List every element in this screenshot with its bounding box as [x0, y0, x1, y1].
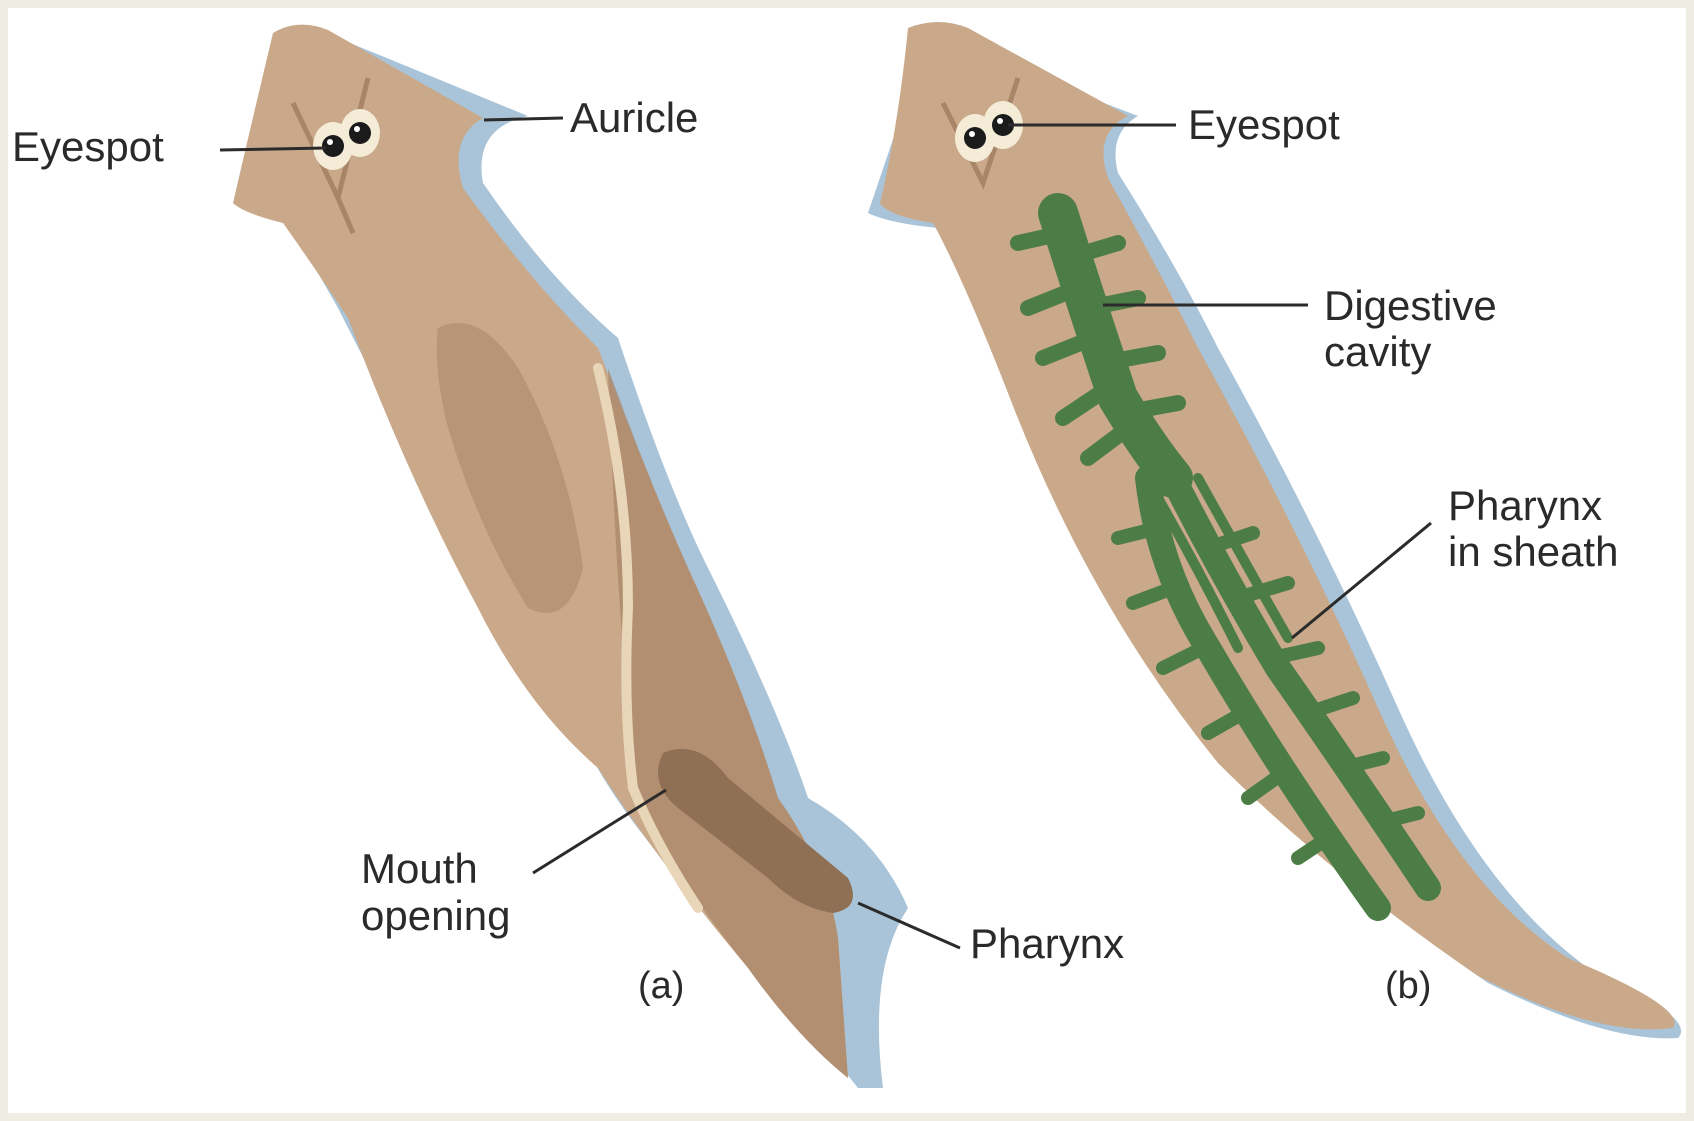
mouth-opening-label-line1: Mouth [361, 845, 478, 892]
eyespot-a-label: Eyespot [12, 123, 164, 170]
mouth-opening-label-line2: opening [361, 892, 510, 939]
planarian-diagram: Eyespot Auricle Mouth opening Pharynx (a… [8, 8, 1686, 1113]
diagram-canvas: Eyespot Auricle Mouth opening Pharynx (a… [8, 8, 1686, 1113]
auricle-label: Auricle [570, 94, 698, 141]
eyespot-a-leader [220, 148, 326, 150]
panel-a-worm [233, 25, 908, 1088]
auricle-leader [484, 118, 563, 120]
panel-b-caption: (b) [1385, 965, 1431, 1007]
eyespot-b-label: Eyespot [1188, 101, 1340, 148]
digestive-cavity-label-line2: cavity [1324, 328, 1431, 375]
digestive-cavity-label-line1: Digestive [1324, 282, 1497, 329]
pharynx-a-label: Pharynx [970, 920, 1124, 967]
panel-a-caption: (a) [638, 965, 684, 1007]
pharynx-in-sheath-label-line1: Pharynx [1448, 482, 1602, 529]
pharynx-in-sheath-label-line2: in sheath [1448, 528, 1618, 575]
